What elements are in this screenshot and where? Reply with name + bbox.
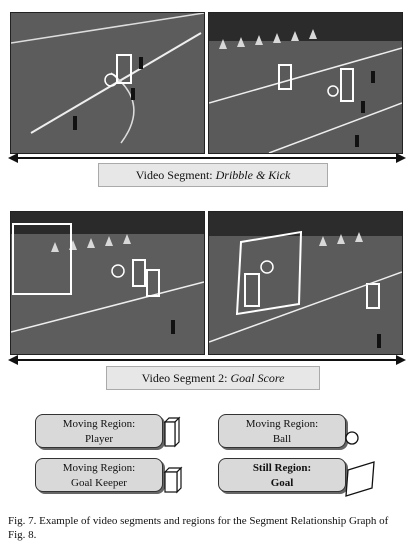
legend-title: Moving Region: xyxy=(62,462,136,474)
goal-parallelogram-icon xyxy=(345,461,375,497)
ball-marker xyxy=(104,73,118,87)
segment-prefix-2: Video Segment 2: xyxy=(141,371,231,385)
segment-span-arrow-1 xyxy=(8,153,406,163)
goal-box xyxy=(235,230,303,316)
keeper-box xyxy=(146,269,160,297)
ball-circle-icon xyxy=(345,431,359,445)
video-frame-3 xyxy=(10,211,205,355)
video-frame-4 xyxy=(208,211,403,355)
legend-goal: Still Region: Goal xyxy=(218,458,346,492)
frame-2-scene xyxy=(209,13,402,153)
player-box xyxy=(116,54,132,84)
figure-caption: Fig. 7. Example of video segments and re… xyxy=(8,515,389,541)
legend-title: Moving Region: xyxy=(245,418,319,430)
segment-name-2: Goal Score xyxy=(230,371,285,385)
ball-marker xyxy=(260,260,274,274)
segment-label-2: Video Segment 2: Goal Score xyxy=(106,366,320,390)
segment-prefix-1: Video Segment: xyxy=(135,168,216,182)
player-box xyxy=(366,283,380,309)
legend-title: Moving Region: xyxy=(62,418,136,430)
legend-value: Goal xyxy=(270,477,294,489)
keeper-box xyxy=(340,68,354,102)
player-box xyxy=(132,259,146,287)
legend-value: Ball xyxy=(272,433,292,445)
legend-value: Goal Keeper xyxy=(71,477,127,489)
segment-label-1: Video Segment: Dribble & Kick xyxy=(98,163,328,187)
goal-box xyxy=(12,223,72,295)
legend-title: Still Region: xyxy=(252,462,312,474)
segment-span-arrow-2 xyxy=(8,355,406,365)
frame-3-scene xyxy=(11,212,204,354)
player-cuboid-icon xyxy=(163,416,181,448)
video-frame-2 xyxy=(208,12,403,154)
keeper-box xyxy=(244,273,260,307)
ball-marker xyxy=(111,264,125,278)
legend-value: Player xyxy=(84,433,114,445)
legend-goal-keeper: Moving Region: Goal Keeper xyxy=(35,458,163,492)
segment-name-1: Dribble & Kick xyxy=(215,168,291,182)
frame-4-scene xyxy=(209,212,402,354)
video-frame-1 xyxy=(10,12,205,154)
legend-player: Moving Region: Player xyxy=(35,414,163,448)
player-box xyxy=(278,64,292,90)
keeper-cuboid-icon xyxy=(163,466,183,494)
legend-ball: Moving Region: Ball xyxy=(218,414,346,448)
ball-marker xyxy=(327,85,339,97)
frame-1-scene xyxy=(11,13,204,153)
